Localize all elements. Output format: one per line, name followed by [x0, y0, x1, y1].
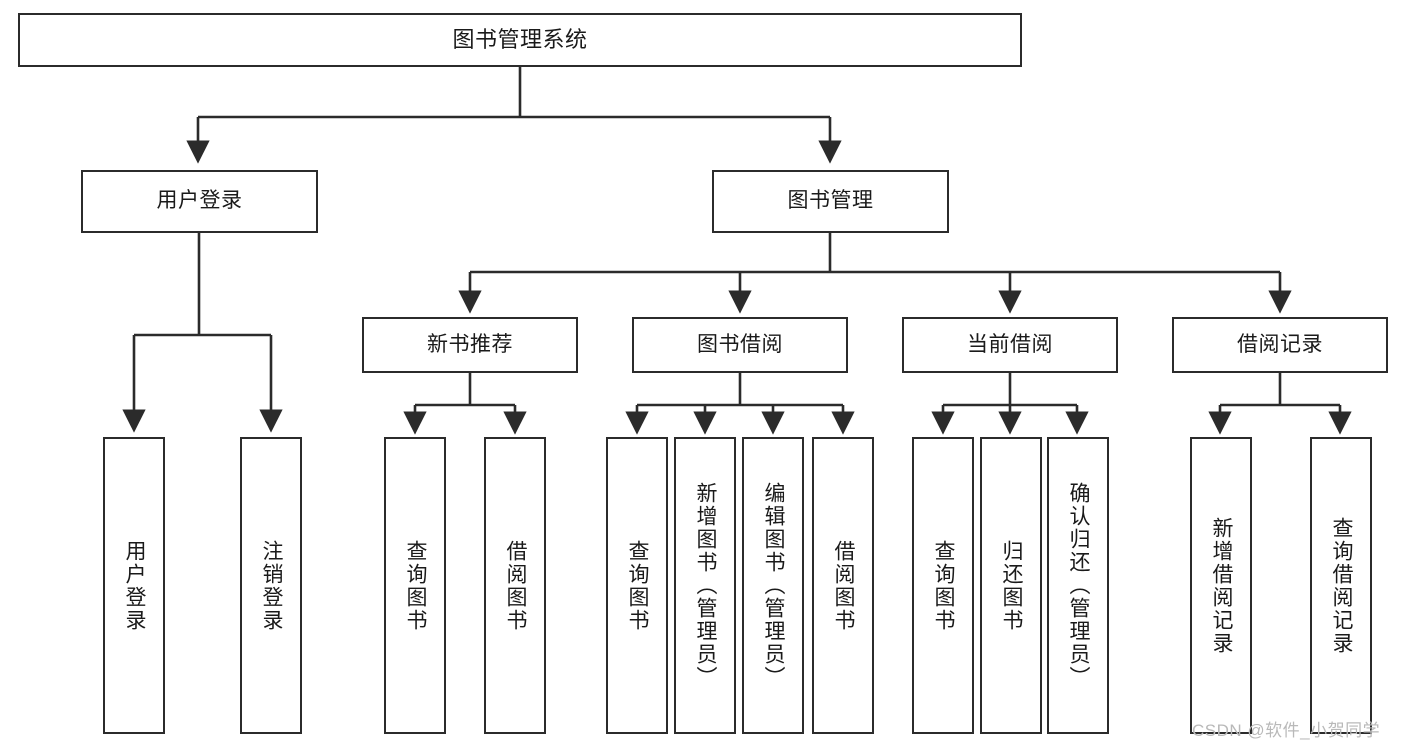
leaf-query-book-recommend-label: 查询图书 — [404, 539, 428, 632]
node-new-book-recommend-label: 新书推荐 — [427, 332, 513, 356]
leaf-query-borrow-record[interactable]: 查询借阅记录 — [1310, 437, 1372, 734]
node-borrow-records[interactable]: 借阅记录 — [1172, 317, 1388, 373]
leaf-borrow-book-recommend-label: 借阅图书 — [504, 539, 528, 632]
node-new-book-recommend[interactable]: 新书推荐 — [362, 317, 578, 373]
node-current-borrow-label: 当前借阅 — [967, 332, 1053, 356]
leaf-confirm-return-admin-label: 确认归还（管理员） — [1067, 482, 1091, 689]
node-borrow-records-label: 借阅记录 — [1237, 332, 1323, 356]
leaf-logout[interactable]: 注销登录 — [240, 437, 302, 734]
leaf-return-book-label: 归还图书 — [1000, 539, 1024, 632]
node-book-management[interactable]: 图书管理 — [712, 170, 949, 233]
leaf-query-borrow-record-label: 查询借阅记录 — [1330, 516, 1354, 655]
leaf-logout-label: 注销登录 — [260, 539, 284, 632]
leaf-user-login[interactable]: 用户登录 — [103, 437, 165, 734]
leaf-add-book-admin-label: 新增图书（管理员） — [694, 482, 718, 689]
leaf-query-book-current[interactable]: 查询图书 — [912, 437, 974, 734]
leaf-add-borrow-record[interactable]: 新增借阅记录 — [1190, 437, 1252, 734]
node-book-borrow-label: 图书借阅 — [697, 332, 783, 356]
node-book-borrow[interactable]: 图书借阅 — [632, 317, 848, 373]
node-user-login[interactable]: 用户登录 — [81, 170, 318, 233]
watermark: CSDN @软件_小贺同学 — [1192, 721, 1381, 740]
node-book-management-label: 图书管理 — [787, 189, 874, 213]
leaf-edit-book-admin[interactable]: 编辑图书（管理员） — [742, 437, 804, 734]
leaf-query-book-current-label: 查询图书 — [932, 539, 956, 632]
leaf-query-book-borrow-label: 查询图书 — [626, 539, 650, 632]
leaf-add-book-admin[interactable]: 新增图书（管理员） — [674, 437, 736, 734]
leaf-add-borrow-record-label: 新增借阅记录 — [1210, 516, 1234, 655]
leaf-query-book-recommend[interactable]: 查询图书 — [384, 437, 446, 734]
node-root-label: 图书管理系统 — [452, 26, 588, 52]
leaf-query-book-borrow[interactable]: 查询图书 — [606, 437, 668, 734]
leaf-borrow-book-label: 借阅图书 — [832, 539, 856, 632]
leaf-confirm-return-admin[interactable]: 确认归还（管理员） — [1047, 437, 1109, 734]
leaf-user-login-label: 用户登录 — [123, 539, 147, 632]
leaf-borrow-book-recommend[interactable]: 借阅图书 — [484, 437, 546, 734]
leaf-borrow-book[interactable]: 借阅图书 — [812, 437, 874, 734]
leaf-return-book[interactable]: 归还图书 — [980, 437, 1042, 734]
node-current-borrow[interactable]: 当前借阅 — [902, 317, 1118, 373]
leaf-edit-book-admin-label: 编辑图书（管理员） — [762, 482, 786, 689]
node-user-login-label: 用户登录 — [156, 189, 243, 213]
node-root[interactable]: 图书管理系统 — [18, 13, 1022, 67]
